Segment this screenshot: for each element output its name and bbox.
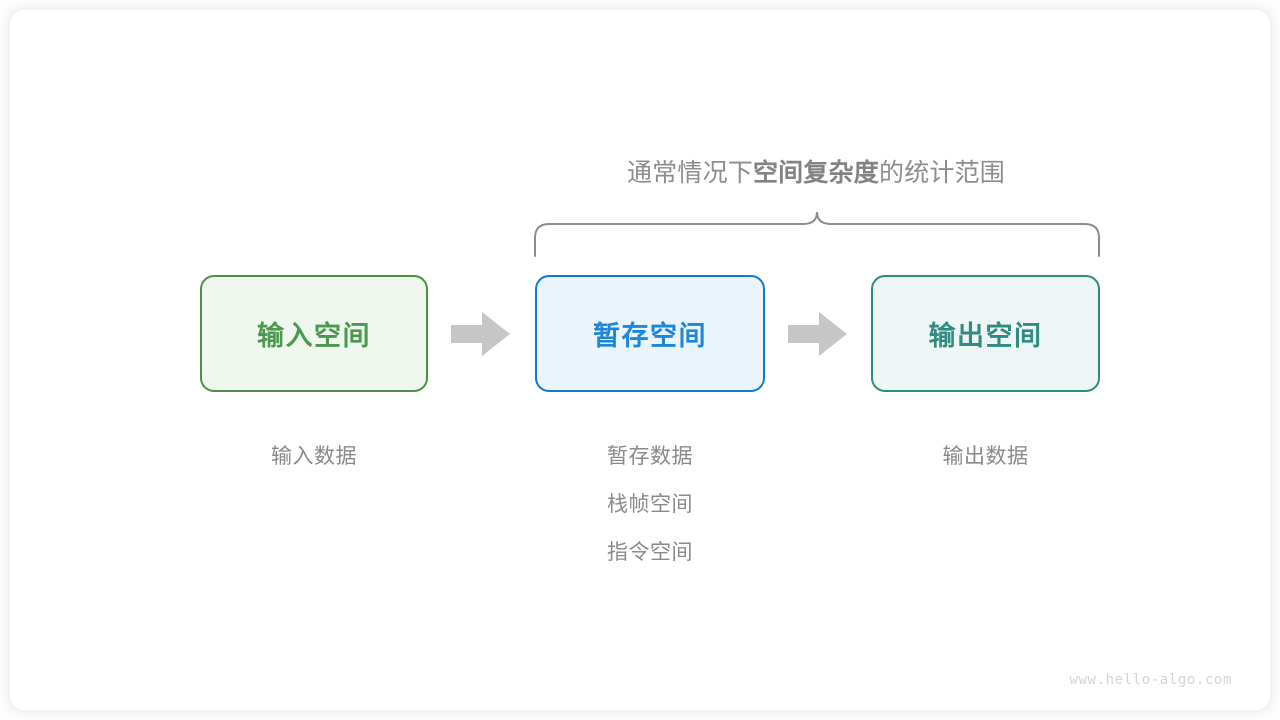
box-temp-space-label: 暂存空间	[593, 321, 707, 351]
caption-line: 输出数据	[942, 445, 1029, 468]
box-input-space-label: 输入空间	[257, 321, 371, 351]
caption-line: 栈帧空间	[607, 493, 693, 516]
arrow-right-icon	[451, 312, 510, 356]
box-output-space-label: 输出空间	[928, 321, 1043, 351]
heading-prefix: 通常情况下	[626, 159, 753, 187]
caption-temp-space: 暂存数据 栈帧空间 指令空间	[535, 433, 765, 577]
watermark: www.hello-algo.com	[1069, 672, 1232, 688]
caption-line: 输入数据	[271, 445, 357, 468]
heading-emphasis: 空间复杂度	[752, 159, 879, 187]
arrow-right-icon	[788, 312, 847, 356]
heading-suffix: 的统计范围	[879, 159, 1006, 187]
box-output-space[interactable]: 输出空间	[871, 275, 1100, 392]
box-input-space[interactable]: 输入空间	[200, 275, 428, 392]
caption-line: 指令空间	[607, 541, 693, 564]
diagram-heading: 通常情况下空间复杂度的统计范围	[516, 156, 1116, 190]
caption-output-space: 输出数据	[871, 433, 1100, 481]
curly-brace-icon	[534, 211, 1100, 257]
diagram-card: 通常情况下空间复杂度的统计范围 输入空间 暂存空间 输出空间 输入数据	[10, 10, 1270, 710]
box-temp-space[interactable]: 暂存空间	[535, 275, 765, 392]
caption-input-space: 输入数据	[200, 433, 428, 481]
caption-line: 暂存数据	[607, 445, 693, 468]
